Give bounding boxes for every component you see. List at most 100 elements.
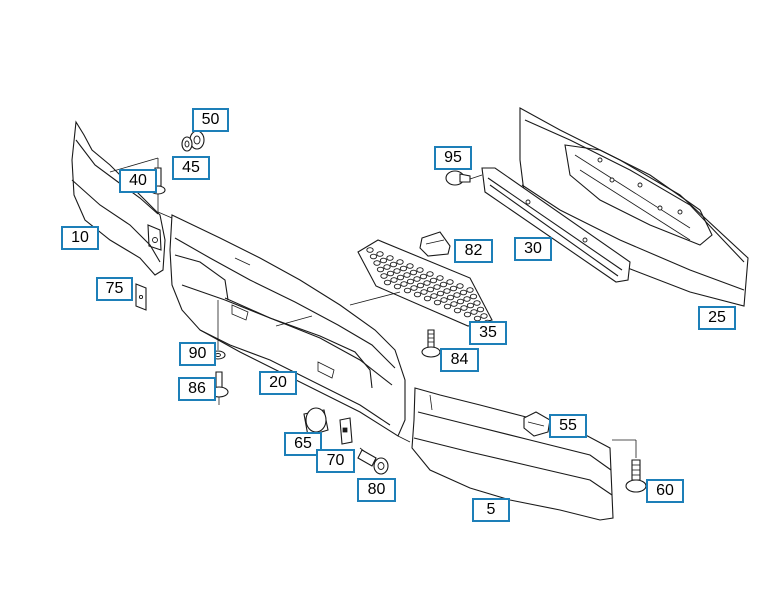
callout-10: 10	[61, 226, 99, 250]
step-plate-hole	[409, 269, 418, 276]
step-plate-hole	[420, 289, 428, 295]
part-30-bracket-strip	[481, 167, 631, 283]
step-plate-hole	[393, 283, 402, 290]
callout-95: 95	[434, 146, 472, 170]
step-plate-hole	[436, 275, 444, 281]
callout-20: 20	[259, 371, 297, 395]
step-plate-hole	[439, 281, 448, 288]
step-plate-hole	[386, 255, 394, 261]
step-plate-hole	[453, 292, 461, 298]
callout-55: 55	[549, 414, 587, 438]
step-plate-hole	[466, 302, 475, 309]
part-55-clip	[523, 411, 551, 437]
step-plate-hole	[463, 296, 471, 302]
step-plate-hole	[429, 277, 438, 284]
callout-45: 45	[172, 156, 210, 180]
step-plate-hole	[463, 311, 472, 318]
part-20-bumper-cover	[169, 214, 406, 437]
step-plate-hole	[469, 293, 478, 300]
step-plate-hole	[453, 307, 462, 314]
step-plate-hole	[416, 282, 425, 289]
step-plate-hole	[383, 279, 392, 286]
step-plate-hole	[400, 281, 408, 287]
step-plate-hole	[430, 293, 438, 299]
part-50-washer	[189, 130, 205, 150]
step-plate-hole	[393, 268, 401, 274]
step-plate-hole	[403, 272, 411, 278]
part-60-bolt	[612, 439, 647, 493]
callout-86: 86	[178, 377, 216, 401]
step-plate-hole	[426, 286, 435, 293]
part-65-grommet	[303, 407, 329, 437]
callout-82: 82	[454, 239, 493, 263]
step-plate-hole	[390, 277, 398, 283]
step-plate-hole	[460, 305, 468, 311]
step-plate-hole	[443, 303, 452, 310]
step-plate-hole	[389, 261, 398, 268]
step-plate-hole	[426, 271, 434, 277]
step-plate-hole	[383, 264, 391, 270]
callout-60: 60	[646, 479, 684, 503]
step-plate-hole	[376, 251, 384, 257]
step-plate-hole	[446, 279, 454, 285]
part-75-clip	[135, 283, 147, 311]
callout-90: 90	[179, 342, 216, 366]
callout-75: 75	[96, 277, 133, 301]
part-25-rear-panel	[519, 107, 749, 307]
step-plate-hole	[443, 288, 451, 294]
step-plate-hole	[399, 265, 408, 272]
step-plate-hole	[379, 257, 388, 264]
step-plate-hole	[419, 273, 428, 280]
step-plate-hole	[413, 276, 421, 282]
part-35-step-plate	[357, 239, 493, 327]
step-plate-hole	[366, 247, 374, 253]
callout-84: 84	[440, 348, 479, 372]
step-plate-hole	[470, 309, 478, 315]
callout-80: 80	[357, 478, 396, 502]
callout-5: 5	[472, 498, 510, 522]
step-plate-hole	[473, 315, 482, 322]
step-plate-hole	[456, 283, 464, 289]
step-plate-hole	[456, 298, 465, 305]
callout-70: 70	[316, 449, 355, 473]
step-plate-hole	[450, 301, 458, 307]
step-plate-hole	[380, 273, 388, 279]
step-plate-hole	[459, 289, 468, 296]
step-plate-hole	[433, 284, 441, 290]
step-plate-hole	[476, 306, 485, 313]
step-plate-hole	[423, 280, 431, 286]
step-plate-hole	[403, 287, 412, 294]
callout-35: 35	[469, 321, 507, 345]
callout-65: 65	[284, 432, 322, 456]
part-82-clip-nut	[419, 231, 451, 257]
step-plate-hole	[386, 270, 395, 277]
part-70-plate	[339, 417, 353, 445]
step-plate-hole	[433, 299, 442, 306]
step-plate-hole	[410, 285, 418, 291]
step-plate-hole	[436, 290, 445, 297]
step-plate-hole	[406, 263, 414, 269]
callout-40: 40	[119, 169, 157, 193]
part-10-left-end-cap	[71, 120, 166, 276]
step-plate-hole	[413, 291, 422, 298]
step-plate-hole	[369, 253, 378, 260]
callout-50: 50	[192, 108, 229, 132]
step-plate-hole	[376, 266, 385, 273]
part-5-lower-bumper	[411, 387, 614, 521]
step-plate-hole	[473, 300, 481, 306]
step-plate-hole	[416, 267, 424, 273]
step-plate-hole	[446, 294, 455, 301]
step-plate-hole	[396, 259, 404, 265]
part-45-washer	[181, 136, 193, 152]
step-plate-hole	[406, 278, 415, 285]
step-plate-hole	[396, 274, 405, 281]
step-plate-hole	[480, 313, 488, 319]
step-plate-hole	[423, 295, 432, 302]
part-84-bolt	[421, 329, 441, 358]
callout-30: 30	[514, 237, 552, 261]
step-plate-hole	[466, 287, 474, 293]
step-plate-hole	[373, 260, 381, 266]
step-plate-hole	[440, 297, 448, 303]
